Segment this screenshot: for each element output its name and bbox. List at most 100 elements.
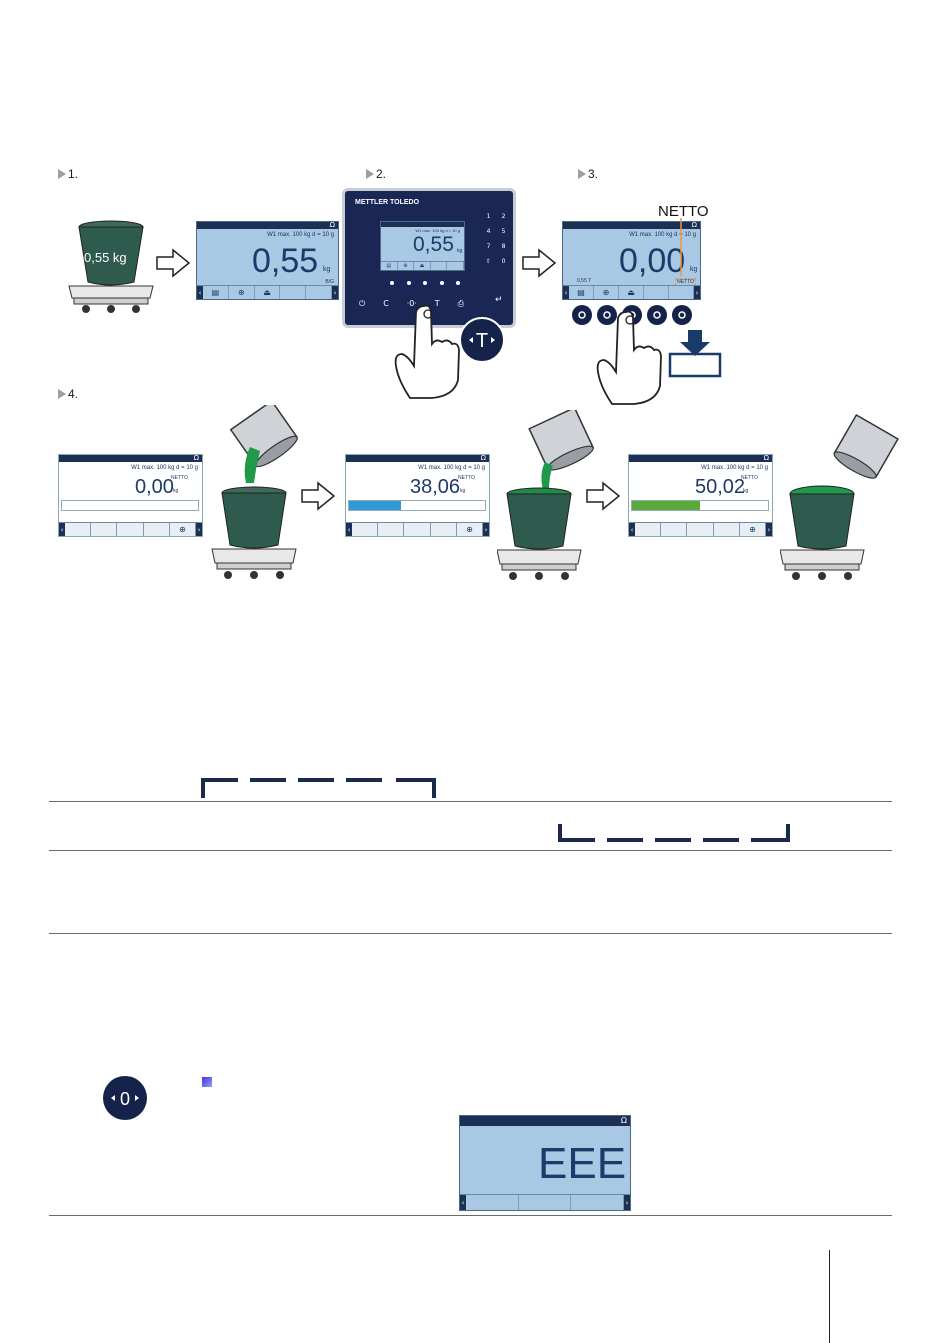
scale-info-text: W1 max. 100 kg d = 10 g [267,232,334,238]
terminal-display-step3: Ω W1 max. 100 kg d = 10 g 0,00 kg 0,55 T… [562,221,701,300]
zero-key-icon[interactable]: ·0· [406,299,417,308]
play-triangle-icon [58,389,66,399]
scale-icon: Ω [691,221,697,229]
softkey-empty[interactable] [352,523,379,536]
error-display: Ω EEE ‹ › [459,1115,631,1211]
power-icon[interactable]: ⏻ [359,299,366,308]
chevron-left-icon[interactable]: ‹ [197,286,203,299]
chevron-left-icon[interactable]: ‹ [629,523,635,536]
print-key-icon[interactable]: ⎙ [457,299,464,308]
softkey-dot[interactable] [390,281,394,285]
softkey-empty[interactable] [404,523,431,536]
chevron-right-icon[interactable]: › [766,523,772,536]
softkey-dot[interactable] [439,281,444,285]
softkey-empty[interactable] [306,286,332,299]
keypad-key[interactable]: 4 [486,228,491,235]
softkey-tare-icon[interactable]: ⏏ [619,286,644,299]
keypad-key[interactable]: 1 [486,213,491,220]
netto-indicator: NETTO [458,475,475,481]
weight-value: 38,06 [410,476,461,498]
softkey-empty[interactable] [91,523,118,536]
scale-icon: Ω [193,454,199,462]
keypad-key[interactable]: 8 [501,243,506,250]
error-value: EEE [538,1139,627,1188]
weight-value: 0,55 [252,242,319,280]
chevron-right-icon[interactable]: › [694,286,700,299]
keypad-key[interactable]: 7 [486,243,491,250]
bullet-square-icon [202,1077,212,1087]
softkey-empty[interactable] [571,1195,625,1210]
brand-logo-text: METTLER TOLEDO [355,199,420,206]
softkey-empty[interactable] [447,262,464,270]
softkey-empty[interactable] [431,523,457,536]
filled-bucket-illustration [780,413,899,580]
softkey-bar: ‹ ⊕ › [629,522,772,536]
softkey-empty[interactable] [519,1195,572,1210]
softkey-empty[interactable] [714,523,740,536]
softkey-empty[interactable] [687,523,714,536]
chevron-right-icon[interactable]: › [624,1195,630,1210]
keypad-key[interactable]: 0 [501,258,506,265]
tare-value: 0,55 T [577,278,592,284]
chevron-left-icon[interactable]: ‹ [59,523,65,536]
softkey-dot[interactable] [406,281,411,285]
zero-key-icon: 0 [103,1076,147,1120]
softkey-empty[interactable] [669,286,694,299]
chevron-left-icon[interactable]: ‹ [460,1195,466,1210]
softkey-target-icon[interactable]: ⊕ [398,262,415,270]
softkey-empty[interactable] [644,286,669,299]
softkey-empty[interactable] [280,286,307,299]
gross-indicator: B/G [325,279,334,285]
softkey-target-icon[interactable]: ⊕ [457,523,484,536]
softkey-empty[interactable] [65,523,92,536]
chevron-right-icon[interactable]: › [196,523,202,536]
display-status-bar [381,222,464,227]
keypad-key[interactable]: 2 [501,213,506,220]
progress-bar [61,500,199,511]
progress-bar-fill [632,501,700,510]
enter-key-icon[interactable]: ↵ [495,295,503,305]
netto-indicator: NETTO [171,475,188,481]
softkey-empty[interactable] [378,523,405,536]
softkey-empty[interactable] [661,523,688,536]
softkey-empty[interactable] [466,1195,519,1210]
play-triangle-icon [366,169,374,179]
softkey-empty[interactable] [431,262,448,270]
scale-icon: Ω [329,221,335,229]
step-number: 4. [68,387,79,401]
keypad-up-icon[interactable]: ⇧ [485,258,492,265]
chevron-left-icon[interactable]: ‹ [563,286,569,299]
progress-bar [348,500,486,511]
softkey-dot[interactable] [456,281,460,285]
tare-key-icon[interactable]: T [434,299,440,308]
progress-bar [631,500,769,511]
weight-unit: kg [743,488,749,494]
step-number: 2. [376,167,387,181]
softkey-target-icon[interactable]: ⊕ [740,523,767,536]
chevron-left-icon[interactable]: ‹ [346,523,352,536]
softkey-report-icon[interactable]: ▤ [203,286,229,299]
softkey-bar: ‹ ▤ ⊕ ⏏ › [197,285,338,299]
softkey-empty[interactable] [144,523,170,536]
softkey-empty[interactable] [117,523,144,536]
softkey-target-icon[interactable]: ⊕ [594,286,619,299]
step-label-4: 4. [58,387,78,401]
svg-text:0: 0 [120,1089,130,1109]
softkey-report-icon[interactable]: ▤ [569,286,594,299]
chevron-right-icon[interactable]: › [331,286,338,299]
softkey-tare-icon[interactable]: ⏏ [414,262,431,270]
weight-unit: kg [323,266,331,273]
chevron-right-icon[interactable]: › [483,523,489,536]
softkey-dot[interactable] [423,281,427,285]
softkey-tare-icon[interactable]: ⏏ [255,286,281,299]
softkey-target-icon[interactable]: ⊕ [229,286,255,299]
clear-key-icon[interactable]: C [383,299,389,308]
softkey-target-icon[interactable]: ⊕ [170,523,197,536]
weight-unit: kg [690,266,698,273]
keypad-key[interactable]: 5 [501,228,506,235]
softkey-button-row [572,305,692,325]
netto-indicator: NETTO [741,475,758,481]
softkey-bar: ‹ › [460,1194,630,1210]
softkey-report-icon[interactable]: ▤ [381,262,398,270]
softkey-empty[interactable] [635,523,662,536]
